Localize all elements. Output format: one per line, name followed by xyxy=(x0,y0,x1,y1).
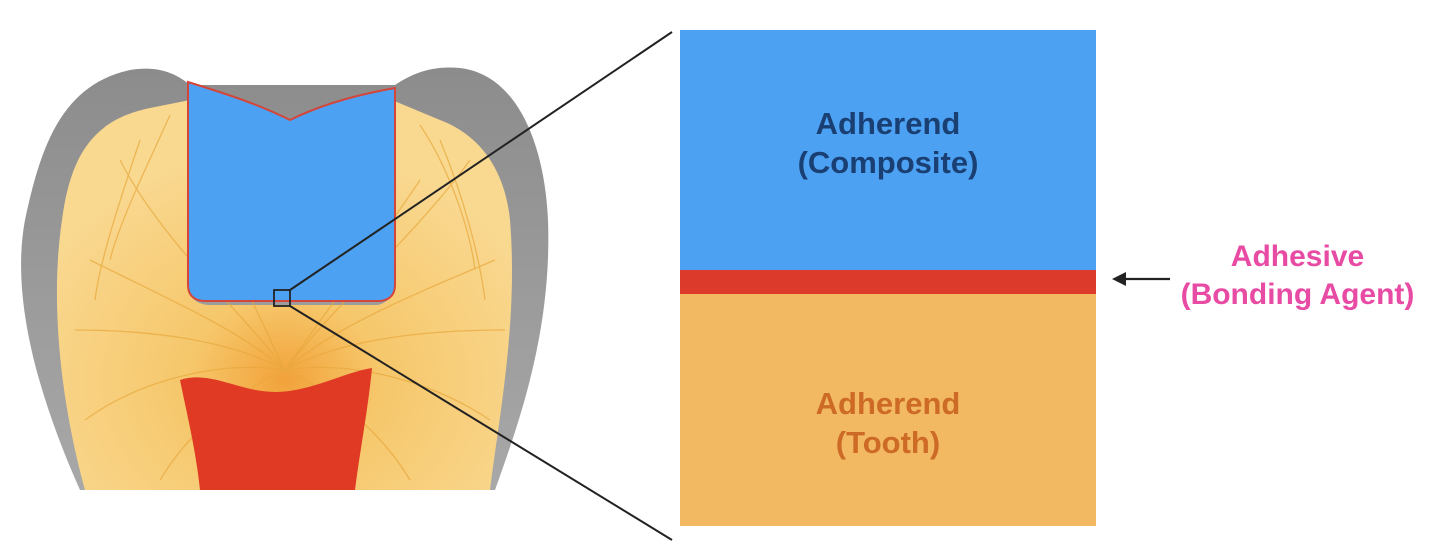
composite-block xyxy=(680,30,1096,270)
arrow-head-icon xyxy=(1112,272,1126,286)
tooth-label-line2: (Tooth) xyxy=(835,424,941,460)
zoom-line-top xyxy=(289,31,673,291)
tooth-label: Adherend (Tooth) xyxy=(680,385,1096,463)
composite-label-line1: Adherend xyxy=(815,106,961,141)
pulp-chamber xyxy=(180,368,372,490)
composite-label-line2: (Composite) xyxy=(797,144,979,180)
dentin-layer xyxy=(56,100,512,490)
zoom-line-bottom xyxy=(289,305,673,541)
adhesive-label-line2: (Bonding Agent) xyxy=(1180,277,1415,311)
adhesive-arrow xyxy=(1112,272,1170,286)
tooth-block xyxy=(680,294,1096,526)
magnified-interface xyxy=(680,30,1096,526)
tooth-cross-section xyxy=(21,67,549,491)
adhesive-label-line1: Adhesive xyxy=(1230,240,1365,273)
zoom-region-marker xyxy=(273,289,291,307)
composite-label: Adherend (Composite) xyxy=(680,105,1096,183)
adhesive-label: Adhesive (Bonding Agent) xyxy=(1160,238,1435,313)
adhesive-layer xyxy=(680,270,1096,294)
tooth-label-line1: Adherend xyxy=(815,386,961,421)
composite-filling xyxy=(187,80,396,302)
